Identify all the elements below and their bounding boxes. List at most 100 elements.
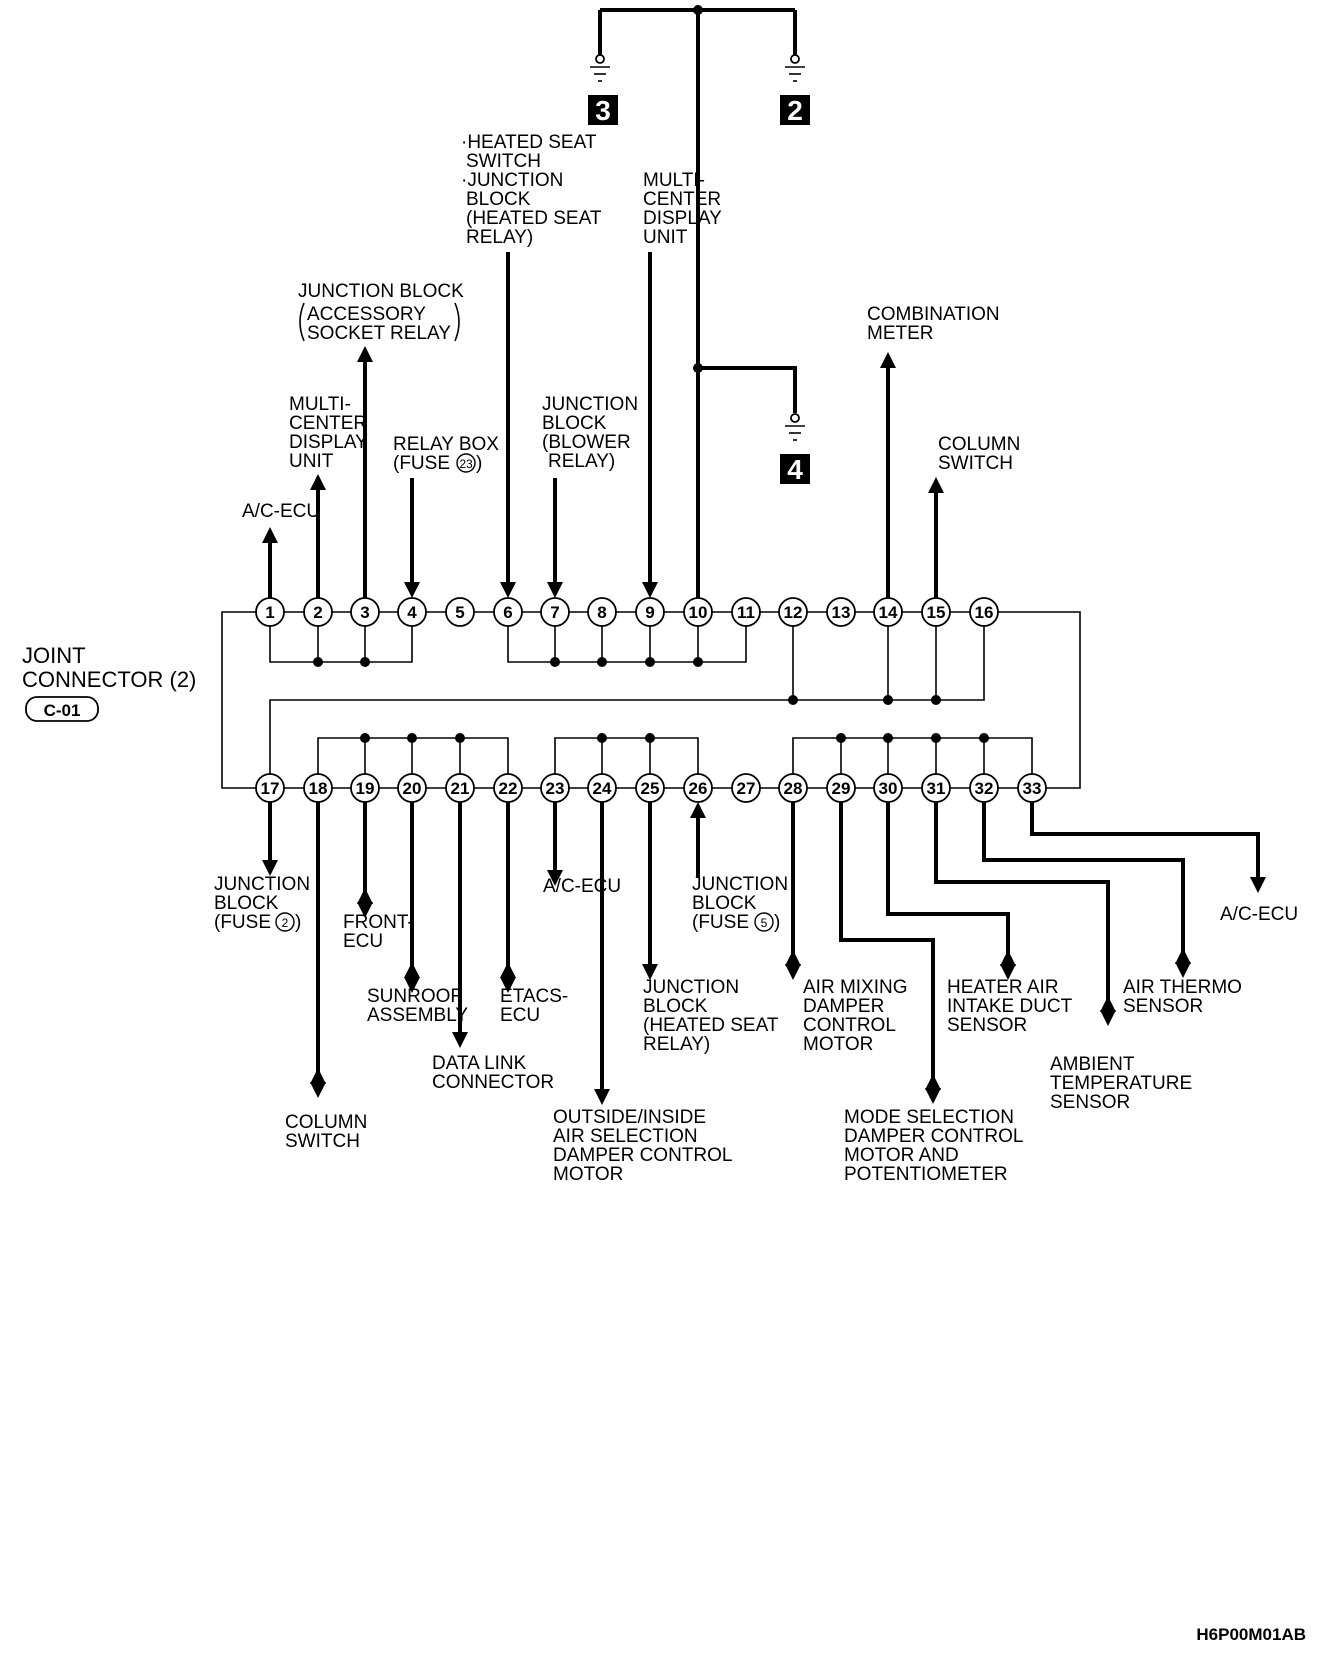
pin-27-circle xyxy=(731,773,761,803)
label-pin33: A/C-ECU xyxy=(1220,904,1298,925)
svg-text:DATA LINK: DATA LINK xyxy=(432,1053,527,1074)
svg-text:·HEATED SEAT: ·HEATED SEAT xyxy=(461,132,597,153)
fuse-5-number: 5 xyxy=(761,916,768,930)
svg-text:SWITCH: SWITCH xyxy=(466,151,541,172)
label-pin26: JUNCTION BLOCK (FUSE 5 ) xyxy=(692,874,788,933)
svg-text:): ) xyxy=(295,912,301,933)
svg-text:MODE SELECTION: MODE SELECTION xyxy=(844,1107,1014,1128)
svg-text:A/C-ECU: A/C-ECU xyxy=(242,501,320,522)
label-pin23: A/C-ECU xyxy=(543,876,621,897)
svg-text:MULTI-: MULTI- xyxy=(289,394,351,415)
pin-16-circle xyxy=(969,597,999,627)
svg-text:(HEATED SEAT: (HEATED SEAT xyxy=(466,208,602,229)
pin-22-number: 22 xyxy=(499,779,518,798)
pin-9-circle xyxy=(635,597,665,627)
svg-text:): ) xyxy=(774,912,780,933)
svg-text:): ) xyxy=(476,453,482,474)
svg-text:JUNCTION: JUNCTION xyxy=(214,874,310,895)
label-pin32: AIR THERMO SENSOR xyxy=(1123,977,1242,1017)
connector-title-line1: JOINT xyxy=(22,643,86,668)
svg-text:MOTOR AND: MOTOR AND xyxy=(844,1145,959,1166)
pin-7-circle xyxy=(540,597,570,627)
ground-2: 2 xyxy=(780,54,810,126)
svg-text:COLUMN: COLUMN xyxy=(938,434,1020,455)
pin-25-circle xyxy=(635,773,665,803)
svg-text:DISPLAY: DISPLAY xyxy=(643,208,722,229)
pin-31-circle xyxy=(921,773,951,803)
pin-32-number: 32 xyxy=(975,779,994,798)
pin-20-circle xyxy=(397,773,427,803)
label-pin19: FRONT- ECU xyxy=(343,912,414,952)
label-pin29: MODE SELECTION DAMPER CONTROL MOTOR AND … xyxy=(844,1107,1023,1185)
pin-24-number: 24 xyxy=(593,779,612,798)
svg-text:BLOCK: BLOCK xyxy=(692,893,757,914)
pin-29-circle xyxy=(826,773,856,803)
pin-17-number: 17 xyxy=(261,779,280,798)
svg-text:AMBIENT: AMBIENT xyxy=(1050,1054,1135,1075)
pin-3-number: 3 xyxy=(360,603,369,622)
pin-21-circle xyxy=(445,773,475,803)
pin-27-number: 27 xyxy=(737,779,756,798)
pin-32-circle xyxy=(969,773,999,803)
svg-text:JUNCTION: JUNCTION xyxy=(542,394,638,415)
pin-4-number: 4 xyxy=(407,603,417,622)
pin-16-number: 16 xyxy=(975,603,994,622)
pin-11-circle xyxy=(731,597,761,627)
svg-text:(FUSE: (FUSE xyxy=(692,912,749,933)
label-pin24: OUTSIDE/INSIDE AIR SELECTION DAMPER CONT… xyxy=(553,1107,732,1185)
pin-2-number: 2 xyxy=(313,603,322,622)
top-bus-lines xyxy=(269,612,985,788)
ground-3-number: 3 xyxy=(595,95,611,126)
label-pin1: A/C-ECU xyxy=(242,501,320,522)
pin-12-circle xyxy=(778,597,808,627)
svg-text:SWITCH: SWITCH xyxy=(285,1131,360,1152)
svg-text:BLOCK: BLOCK xyxy=(466,189,531,210)
pin-13-circle xyxy=(826,597,856,627)
svg-text:METER: METER xyxy=(867,323,934,344)
svg-text:JUNCTION: JUNCTION xyxy=(692,874,788,895)
label-pin31: AMBIENT TEMPERATURE SENSOR xyxy=(1050,1054,1192,1113)
svg-text:POTENTIOMETER: POTENTIOMETER xyxy=(844,1164,1008,1185)
pin-14-circle xyxy=(873,597,903,627)
pin-31-number: 31 xyxy=(927,779,946,798)
svg-text:SENSOR: SENSOR xyxy=(1123,996,1203,1017)
pin-24-circle xyxy=(587,773,617,803)
svg-text:SOCKET RELAY: SOCKET RELAY xyxy=(307,323,451,344)
svg-text:SUNROOF: SUNROOF xyxy=(367,986,462,1007)
svg-text:ECU: ECU xyxy=(343,931,383,952)
label-pin22: ETACS- ECU xyxy=(500,986,568,1026)
svg-text:CENTER: CENTER xyxy=(289,413,367,434)
svg-text:MOTOR: MOTOR xyxy=(803,1034,873,1055)
svg-text:ASSEMBLY: ASSEMBLY xyxy=(367,1005,468,1026)
label-pin2: MULTI- CENTER DISPLAY UNIT xyxy=(289,394,368,472)
ground-4: 4 xyxy=(780,413,810,485)
svg-text:DAMPER CONTROL: DAMPER CONTROL xyxy=(844,1126,1023,1147)
svg-text:TEMPERATURE: TEMPERATURE xyxy=(1050,1073,1192,1094)
label-pin4: RELAY BOX (FUSE 23 ) xyxy=(393,434,499,474)
svg-text:BLOCK: BLOCK xyxy=(643,996,708,1017)
label-pin3: JUNCTION BLOCK ACCESSORY SOCKET RELAY xyxy=(298,281,464,344)
top-external-wires xyxy=(262,252,944,598)
pin-10-circle xyxy=(683,597,713,627)
svg-text:ETACS-: ETACS- xyxy=(500,986,568,1007)
label-pin15: COLUMN SWITCH xyxy=(938,434,1020,474)
pin-15-circle xyxy=(921,597,951,627)
pin-13-number: 13 xyxy=(832,603,851,622)
pin-6-circle xyxy=(493,597,523,627)
pin-20-number: 20 xyxy=(403,779,422,798)
pin-21-number: 21 xyxy=(451,779,470,798)
svg-text:COMBINATION: COMBINATION xyxy=(867,304,1000,325)
pin-33-number: 33 xyxy=(1023,779,1042,798)
svg-text:A/C-ECU: A/C-ECU xyxy=(1220,904,1298,925)
pin-22-circle xyxy=(493,773,523,803)
svg-text:UNIT: UNIT xyxy=(289,451,334,472)
pin-4-circle xyxy=(397,597,427,627)
label-pin20: SUNROOF ASSEMBLY xyxy=(367,986,468,1026)
pin-29-number: 29 xyxy=(832,779,851,798)
label-pin21: DATA LINK CONNECTOR xyxy=(432,1053,554,1093)
pin-7-number: 7 xyxy=(550,603,559,622)
svg-text:MULTI-: MULTI- xyxy=(643,170,705,191)
svg-text:INTAKE DUCT: INTAKE DUCT xyxy=(947,996,1073,1017)
label-pin9: MULTI- CENTER DISPLAY UNIT xyxy=(643,170,722,248)
